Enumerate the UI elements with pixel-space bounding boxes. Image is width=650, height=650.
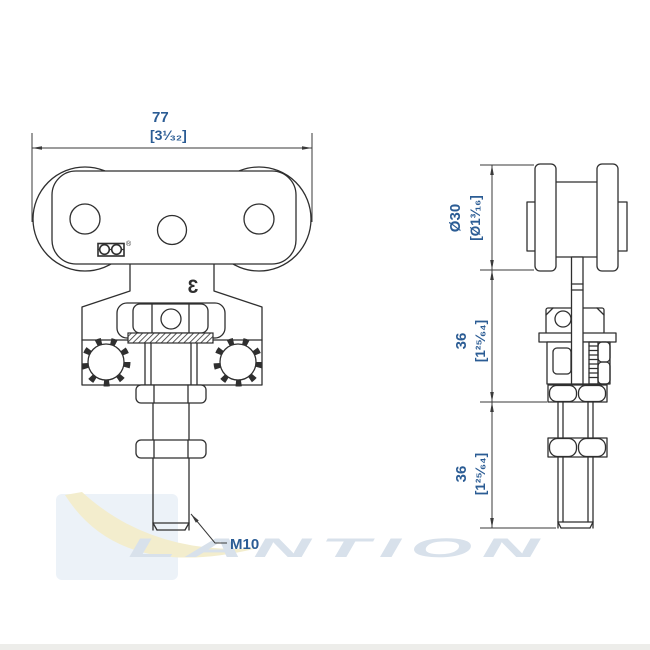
dim-36-upper-mm: 36: [453, 333, 470, 350]
watermark-text: LANTION: [128, 532, 549, 563]
dim-dia30-mm: Ø30: [447, 204, 464, 232]
adjuster-hole: [160, 308, 182, 330]
plate-hole-right: [243, 203, 275, 235]
thread-label-m10: M10: [230, 536, 259, 553]
dim-36-lower-inch: [1²⁵⁄₆₄]: [473, 453, 488, 495]
dim-77-mm: 77: [152, 109, 169, 126]
knurled-nut-right: [213, 337, 263, 387]
threaded-rod: [152, 400, 190, 531]
hanger-shank: [570, 256, 584, 385]
hex-nut-upper: [135, 384, 207, 404]
dimension-width-77: 77 [3¹⁄₃₂]: [31, 109, 313, 222]
dim-77-inch: [3¹⁄₃₂]: [150, 127, 187, 143]
thread-callout-m10: M10: [190, 513, 259, 553]
plate-hole-center: [156, 214, 188, 246]
hex-nut-lower: [135, 439, 207, 459]
watermark: LANTION: [56, 492, 549, 580]
wheel-flange-right: [596, 163, 619, 272]
registered-mark: ®: [126, 240, 132, 248]
dimension-36-upper: 36 [1²⁵⁄₆₄]: [453, 270, 494, 402]
dimension-36-lower: 36 [1²⁵⁄₆₄]: [453, 402, 494, 528]
cast-size-number: 3: [188, 277, 199, 298]
clamp-jaw-lower-side: [597, 361, 611, 385]
dim-dia30-inch: [Ø1³⁄₁₆]: [468, 195, 483, 240]
front-view: ® 3: [31, 109, 313, 553]
side-plate: [51, 170, 297, 265]
upper-sleeve: [144, 342, 198, 388]
watermark-crescent-icon: [65, 492, 258, 558]
knurled-nut-left: [81, 337, 131, 387]
knurled-nut-side: [588, 341, 599, 385]
washer-plate: [127, 332, 214, 344]
hex-nut-upper-side: [547, 384, 608, 403]
dim-36-upper-inch: [1²⁵⁄₆₄]: [473, 320, 488, 362]
plate-hole-left: [69, 203, 101, 235]
side-view: Ø30 [Ø1³⁄₁₆] 36 [1²⁵⁄₆₄] 36 [1²⁵⁄₆₄]: [447, 163, 628, 529]
page-bottom-band: [0, 644, 650, 650]
brand-logo: ®: [97, 240, 132, 257]
wheel-flange-left: [534, 163, 557, 272]
dimension-wheel-dia: Ø30 [Ø1³⁄₁₆]: [447, 165, 494, 270]
dim-36-lower-mm: 36: [453, 466, 470, 483]
hex-nut-lower-side: [547, 437, 608, 458]
threaded-rod-side: [557, 401, 594, 529]
